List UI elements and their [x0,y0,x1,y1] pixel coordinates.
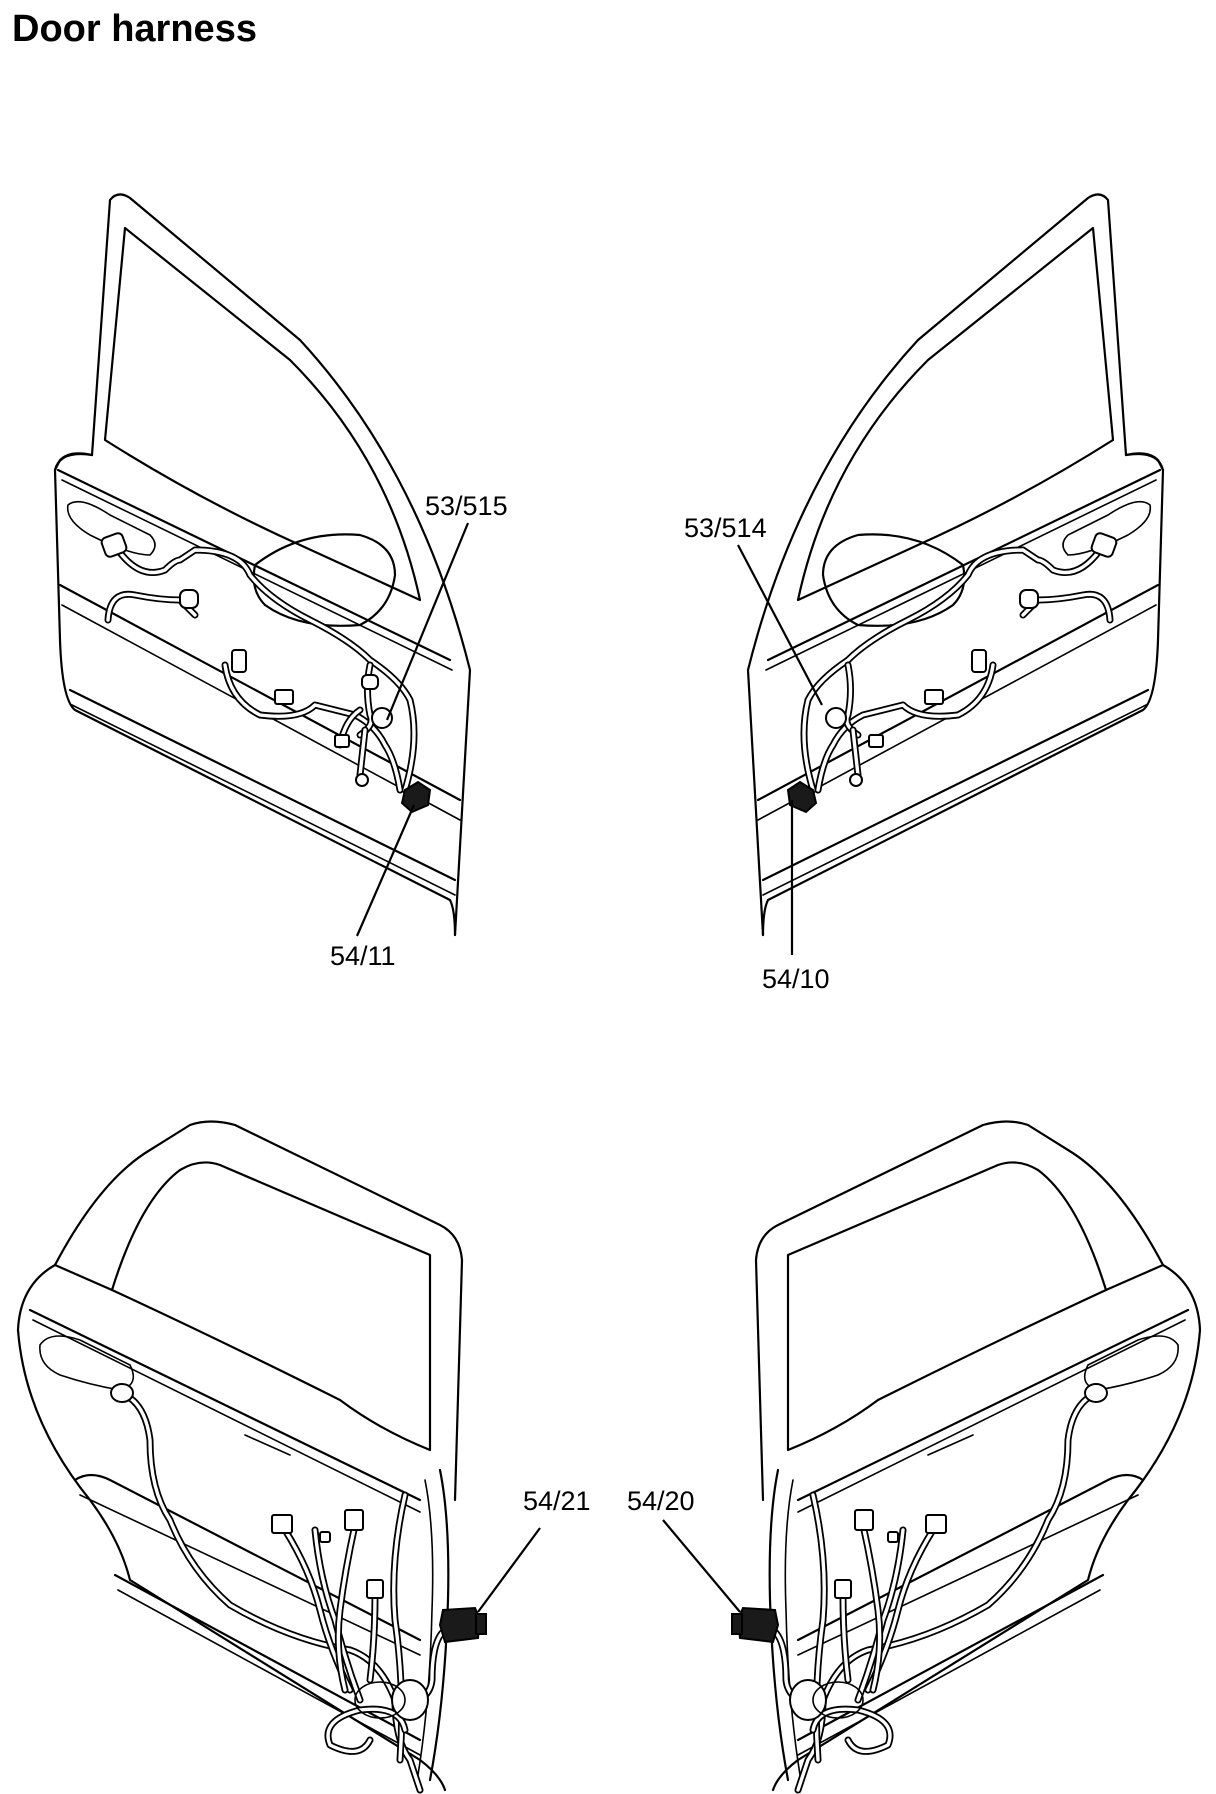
front-right-door [746,193,1165,937]
page-title: Door harness [12,8,257,50]
label-54-20: 54/20 [627,1486,695,1516]
label-53-514: 53/514 [684,513,767,543]
front-left-door: 53/515 54/11 [53,193,508,971]
rear-right-door [731,1120,1202,1794]
label-54-21: 54/21 [523,1486,591,1516]
label-54-11: 54/11 [330,941,396,971]
rear-left-door: 54/21 [16,1120,591,1794]
label-54-10: 54/10 [762,964,830,994]
label-53-515: 53/515 [425,491,508,521]
